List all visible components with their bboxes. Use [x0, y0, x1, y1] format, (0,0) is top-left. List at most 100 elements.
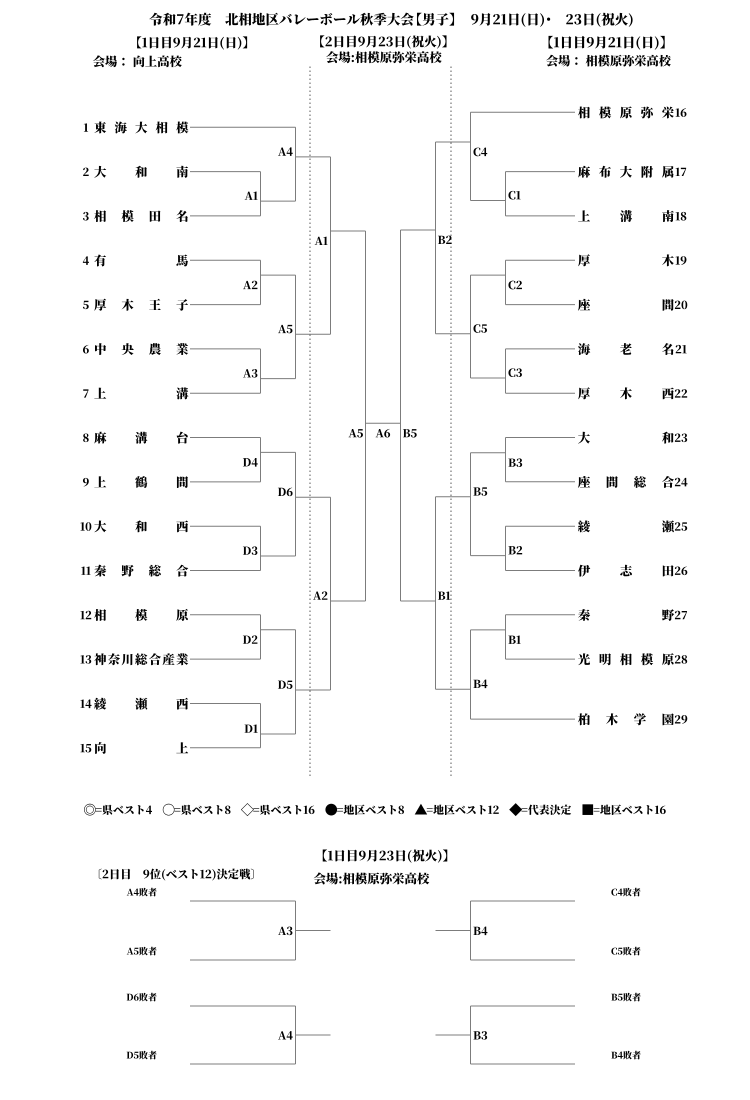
- playoff-day: 【1日目9月23日(祝火)】: [322, 849, 448, 863]
- team-seed-19: 19: [675, 256, 687, 265]
- column-venue-right: 会場： 相模原弥栄高校: [546, 54, 671, 67]
- team-seed-4: 4: [82, 256, 89, 265]
- match-label-C4: C4: [473, 147, 488, 157]
- team-name-14: 綾瀬西: [94, 697, 189, 710]
- column-venue-left: 会場： 向上高校: [92, 55, 182, 68]
- team-seed-13: 13: [80, 655, 92, 664]
- playoff-slot-left-3: D6敗者: [126, 992, 157, 1002]
- match-label-B1-sf: B1: [437, 591, 451, 600]
- team-name-9: 上鶴間: [94, 476, 188, 488]
- playoff-slot-right-2: C5敗者: [611, 946, 641, 956]
- team-name-6: 中央農業: [95, 343, 189, 356]
- playoff-venue: 会場:相模原弥栄高校: [313, 872, 430, 885]
- playoff-subtitle: 〔2日目 9位(ベスト12)決定戦〕: [98, 868, 254, 881]
- team-name-17: 麻布大附属: [578, 165, 674, 178]
- team-name-21: 海老名: [578, 343, 674, 355]
- playoff-match-label-A4: A4: [278, 1031, 293, 1040]
- playoff-slot-left-4: D5敗者: [126, 1050, 157, 1060]
- match-label-D3: D3: [242, 546, 258, 555]
- team-name-4: 有馬: [94, 254, 189, 267]
- team-seed-8: 8: [83, 433, 89, 443]
- team-seed-7: 7: [83, 389, 89, 398]
- match-label-C1: C1: [508, 190, 521, 200]
- team-seed-18: 18: [675, 211, 687, 221]
- team-name-12: 相模原: [94, 608, 189, 621]
- team-seed-12: 12: [80, 610, 92, 620]
- team-name-2: 大和南: [94, 165, 189, 178]
- team-seed-20: 20: [674, 300, 688, 310]
- team-seed-17: 17: [675, 167, 687, 177]
- team-seed-1: 1: [83, 123, 89, 132]
- team-name-15: 向上: [95, 742, 189, 754]
- team-name-22: 厚木西: [578, 387, 674, 400]
- match-label-A3: A3: [243, 368, 258, 378]
- team-seed-6: 6: [82, 344, 89, 354]
- team-name-19: 厚木: [578, 254, 674, 267]
- match-label-C3: C3: [508, 368, 522, 378]
- team-seed-3: 3: [82, 211, 89, 221]
- team-name-3: 相模田名: [94, 210, 188, 223]
- team-seed-29: 29: [674, 715, 688, 724]
- match-label-B2-sf: B2: [437, 235, 452, 244]
- team-seed-25: 25: [674, 522, 688, 531]
- match-label-A1-sf: A1: [314, 236, 328, 246]
- team-name-13: 神奈川総合産業: [94, 653, 189, 666]
- team-name-27: 秦野: [578, 608, 675, 621]
- match-label-A1: A1: [244, 191, 258, 200]
- team-name-26: 伊志田: [577, 564, 674, 577]
- team-seed-26: 26: [674, 566, 688, 576]
- match-label-A5-final: A5: [348, 429, 363, 438]
- playoff-match-label-B4: B4: [473, 926, 488, 936]
- match-label-B3: B3: [508, 458, 523, 467]
- team-seed-23: 23: [674, 433, 688, 443]
- playoff-match-label-B3: B3: [473, 1031, 488, 1040]
- column-day-left: 【1日目9月21日(日)】: [137, 36, 248, 50]
- playoff-match-label-A3: A3: [278, 926, 293, 936]
- team-seed-16: 16: [675, 108, 687, 117]
- playoff-slot-right-4: B4敗者: [611, 1050, 641, 1060]
- playoff-slot-right-3: B5敗者: [611, 992, 641, 1002]
- match-label-D2: D2: [242, 635, 258, 644]
- team-name-10: 大和西: [94, 520, 189, 533]
- column-day-mid: 【2日目9月23日(祝火)】: [320, 35, 447, 49]
- team-name-20: 座間: [577, 298, 674, 311]
- bracket-lines: [190, 66, 575, 1065]
- match-label-A5: A5: [278, 324, 293, 334]
- team-name-1: 東海大相模: [94, 121, 189, 134]
- match-label-A4: A4: [278, 147, 293, 156]
- match-label-B5: B5: [473, 487, 488, 496]
- team-seed-10: 10: [80, 522, 92, 531]
- match-label-D6: D6: [277, 487, 293, 497]
- team-seed-14: 14: [80, 699, 92, 709]
- playoff-slot-left-1: A4敗者: [126, 887, 157, 897]
- match-label-D1: D1: [244, 724, 258, 733]
- team-name-28: 光明相模原: [578, 653, 674, 666]
- team-seed-11: 11: [81, 566, 91, 575]
- team-name-7: 上溝: [94, 387, 189, 400]
- team-seed-22: 22: [674, 389, 688, 398]
- team-seed-15: 15: [80, 743, 92, 753]
- team-name-5: 厚木王子: [94, 298, 189, 311]
- column-day-right: 【1日目9月21日(日)】: [548, 35, 665, 50]
- match-label-B2-r1: B2: [508, 545, 523, 555]
- team-name-11: 秦野総合: [94, 564, 189, 577]
- column-venue-mid: 会場:相模原弥栄高校: [326, 51, 442, 64]
- team-seed-24: 24: [674, 477, 688, 487]
- team-name-18: 上溝南: [578, 210, 674, 223]
- team-seed-27: 27: [674, 610, 687, 620]
- match-label-D5: D5: [277, 680, 293, 689]
- legend: ◎=県ベスト4 ○=県ベスト8 ◇=県ベスト16 ●=地区ベスト8 ▲=地区ベス…: [84, 803, 666, 817]
- team-name-25: 綾瀬: [578, 520, 675, 533]
- team-seed-2: 2: [83, 167, 89, 176]
- team-seed-9: 9: [82, 477, 89, 487]
- team-seed-28: 28: [674, 655, 688, 664]
- team-name-16: 相模原弥栄: [577, 106, 674, 119]
- match-label-A6-final: A6: [375, 428, 391, 438]
- match-label-A2-sf: A2: [313, 591, 328, 600]
- team-seed-5: 5: [82, 300, 89, 310]
- document-text: 令和7年度 北相地区バレーボール秋季大会【男子】 9月21日(日)・ 23日(祝…: [80, 12, 688, 1060]
- team-name-23: 大和: [578, 431, 674, 444]
- playoff-slot-left-2: A5敗者: [126, 946, 157, 956]
